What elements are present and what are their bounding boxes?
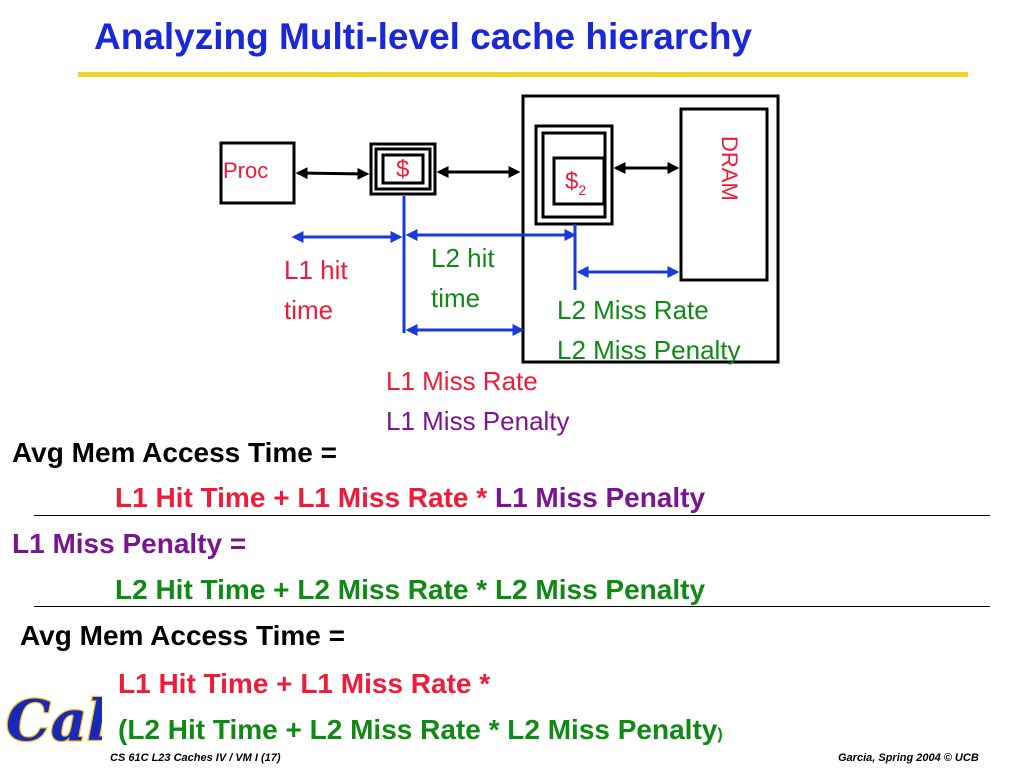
l2-cache-subscript: 2 <box>578 181 587 198</box>
amat-heading-2: Avg Mem Access Time = <box>20 620 346 651</box>
cache-hierarchy-diagram <box>219 94 780 364</box>
amat-equation-1: L1 Hit Time + L1 Miss Rate * L1 Miss Pen… <box>115 481 705 515</box>
l1-hit-time-label: L1 hit time <box>284 250 348 330</box>
title-underline <box>78 72 968 77</box>
amat1-l1-miss-rate: L1 Miss Rate <box>297 482 469 513</box>
l2-miss-penalty-label: L2 Miss Penalty <box>557 335 741 365</box>
l1-miss-rate-label: L1 Miss Rate <box>386 366 538 396</box>
l1-miss-penalty-heading: L1 Miss Penalty = <box>12 528 247 559</box>
amat1-l1-miss-penalty: L1 Miss Penalty <box>494 482 706 513</box>
dram-box <box>679 107 769 282</box>
amat2-close-paren: ) <box>717 726 723 743</box>
cal-logo-text: Cal <box>6 688 102 752</box>
amat1-plus: + <box>273 482 290 513</box>
amat-equation-2-line2: (L2 Hit Time + L2 Miss Rate * L2 Miss Pe… <box>118 713 723 752</box>
l1-hit-time-line1: L1 hit <box>284 255 348 285</box>
l1-miss-penalty-equation: L2 Hit Time + L2 Miss Rate * L2 Miss Pen… <box>115 574 706 605</box>
amat1-times: * <box>476 482 488 513</box>
l1-cache-box <box>369 142 437 196</box>
equation-divider-1 <box>34 515 990 516</box>
dram-label: DRAM <box>717 136 742 201</box>
l1-hit-time-line2: time <box>284 295 334 325</box>
cal-logo: Cal <box>5 688 102 752</box>
l2-cache-label: $2 <box>565 168 586 198</box>
footer-right: Garcia, Spring 2004 © UCB <box>838 752 979 764</box>
amat1-l1-hit-time: L1 Hit Time <box>115 482 266 513</box>
proc-l1-arrow <box>295 167 370 180</box>
l2-miss-rate-label: L2 Miss Rate <box>557 295 709 325</box>
slide-title: Analyzing Multi-level cache hierarchy <box>94 16 752 57</box>
amat-heading-1: Avg Mem Access Time = <box>12 437 338 468</box>
l1-miss-penalty-label: L1 Miss Penalty <box>386 406 570 436</box>
proc-label: Proc <box>223 158 269 183</box>
l1-cache-label: $ <box>396 156 410 183</box>
l2-hit-time-line2: time <box>431 283 481 313</box>
proc-box <box>219 141 296 205</box>
amat-equation-2-line1: L1 Hit Time + L1 Miss Rate * <box>118 668 491 699</box>
l2-hit-time-label: L2 hit time <box>431 238 495 318</box>
equation-divider-2 <box>34 606 990 607</box>
amat2-line2-body: (L2 Hit Time + L2 Miss Rate * L2 Miss Pe… <box>118 714 718 745</box>
footer-left: CS 61C L23 Caches IV / VM I (17) <box>110 752 281 764</box>
l2-hit-time-line1: L2 hit <box>431 243 495 273</box>
l2-cache-symbol: $ <box>565 168 579 195</box>
